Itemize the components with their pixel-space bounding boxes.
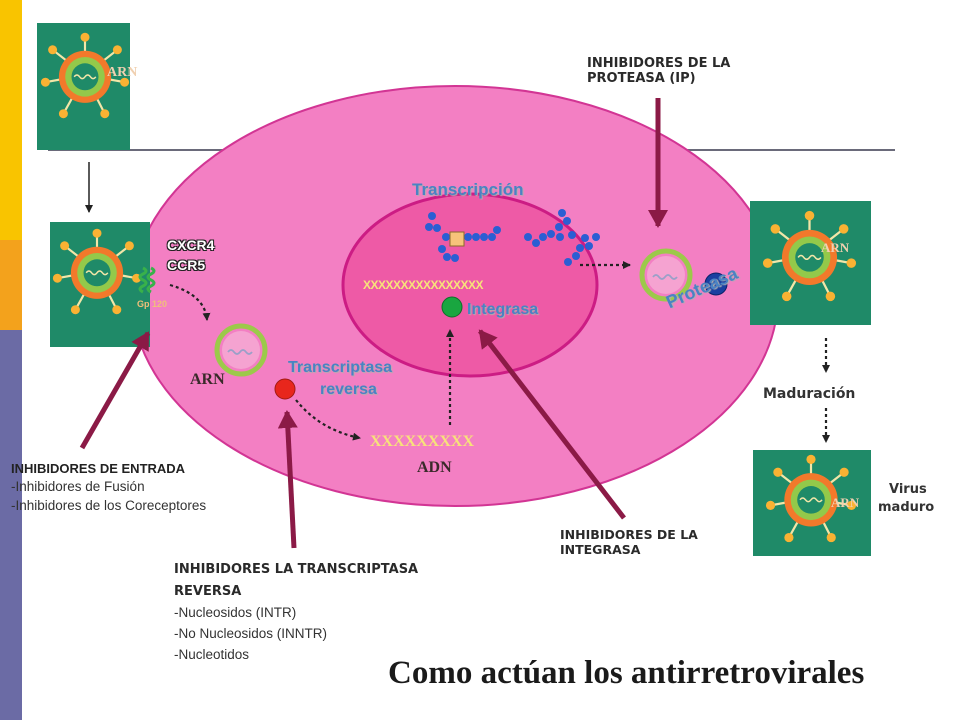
integrase-inhibitor-arrow bbox=[478, 329, 626, 520]
ccr5-label: CCR5 bbox=[167, 257, 206, 273]
rt-inhibitor-item-1: -Nucleosidos (INTR) bbox=[174, 605, 297, 620]
integrasa-label: Integrasa bbox=[467, 301, 539, 318]
adn-label: ADN bbox=[417, 459, 452, 476]
viral-capsid bbox=[214, 323, 268, 377]
transcription-beads bbox=[425, 209, 600, 266]
arn-label-mature: ARN bbox=[831, 495, 860, 510]
transcriptasa-label-1: Transcriptasa bbox=[288, 359, 393, 376]
integrated-dna-label: XXXXXXXXXXXXXXXX bbox=[363, 278, 484, 292]
integrase-enzyme bbox=[441, 296, 463, 318]
gp120-label: Gp 120 bbox=[137, 299, 168, 309]
side-bar-purple bbox=[0, 330, 22, 720]
virus-label-2: maduro bbox=[878, 500, 935, 515]
rt-inhibitor-arrow bbox=[277, 410, 298, 549]
entry-inhibitor-item-1: -Inhibidores de Fusión bbox=[11, 479, 145, 494]
dna-strand-label: XXXXXXXXX bbox=[370, 433, 474, 450]
entry-inhibitor-title: INHIBIDORES DE ENTRADA bbox=[11, 461, 186, 476]
receptor-icon bbox=[138, 266, 148, 294]
side-bar-orange bbox=[0, 240, 22, 330]
cell-nucleus bbox=[341, 192, 599, 378]
integrase-inhibitor-title-1: INHIBIDORES DE LA bbox=[560, 527, 698, 542]
arn-label-budding: ARN bbox=[821, 240, 850, 255]
integrase-inhibitor-caption: INHIBIDORES DE LA INTEGRASA bbox=[560, 527, 698, 557]
rt-inhibitor-title-2: REVERSA bbox=[174, 584, 242, 599]
transcripcion-label: Transcripción bbox=[412, 180, 524, 199]
side-bar-yellow bbox=[0, 0, 22, 240]
ribosome-square bbox=[449, 231, 465, 247]
arn-label-cell: ARN bbox=[190, 371, 225, 388]
integrase-inhibitor-title-2: INTEGRASA bbox=[560, 542, 641, 557]
cxcr4-label: CXCR4 bbox=[167, 237, 215, 253]
virus-label-1: Virus bbox=[889, 482, 927, 497]
rt-inhibitor-caption: INHIBIDORES LA TRANSCRIPTASA REVERSA -Nu… bbox=[174, 558, 418, 665]
protease-enzyme bbox=[704, 272, 728, 296]
new-viral-capsid bbox=[639, 248, 693, 302]
arn-label-top: ARN bbox=[107, 65, 138, 80]
rt-inhibitor-title-1: INHIBIDORES LA TRANSCRIPTASA bbox=[174, 562, 419, 577]
protease-inhibitor-caption: INHIBIDORES DE LA PROTEASA (IP) bbox=[587, 56, 730, 86]
slide-title: Como actúan los antirretrovirales bbox=[388, 655, 865, 691]
reverse-transcriptase-enzyme bbox=[274, 378, 296, 400]
protease-inhibitor-title-2: PROTEASA (IP) bbox=[587, 71, 696, 86]
transcriptasa-label-2: reversa bbox=[320, 381, 377, 398]
entry-inhibitor-item-2: -Inhibidores de los Coreceptores bbox=[11, 498, 207, 513]
rt-inhibitor-item-3: -Nucleotidos bbox=[174, 647, 250, 662]
protease-inhibitor-title-1: INHIBIDORES DE LA bbox=[587, 56, 731, 71]
entry-inhibitor-arrow bbox=[79, 331, 151, 450]
rt-inhibitor-item-2: -No Nucleosidos (INNTR) bbox=[174, 626, 328, 641]
maduracion-label: Maduración bbox=[763, 386, 856, 402]
entry-inhibitor-caption: INHIBIDORES DE ENTRADA -Inhibidores de F… bbox=[11, 460, 206, 515]
